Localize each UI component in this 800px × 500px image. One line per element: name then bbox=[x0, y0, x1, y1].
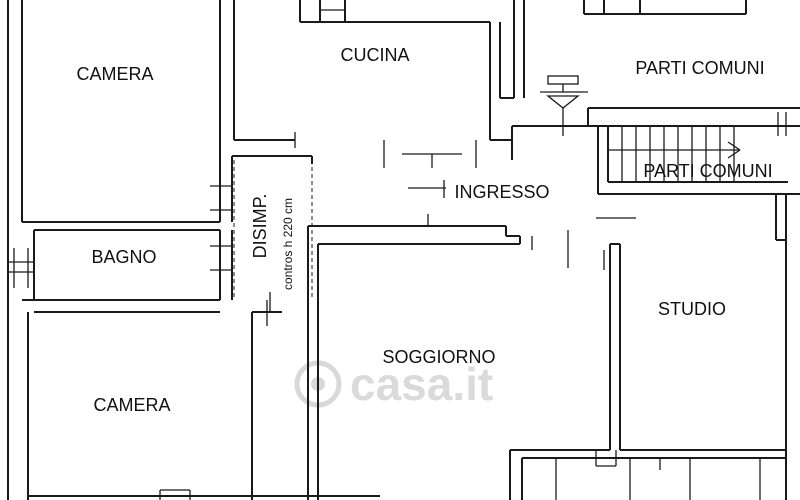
walls bbox=[7, 0, 800, 500]
room-label-parti-comuni-top: PARTI COMUNI bbox=[635, 58, 764, 78]
room-label-disimp: DISIMP. bbox=[250, 194, 270, 259]
room-label-cucina: CUCINA bbox=[340, 45, 409, 65]
stair-flight bbox=[597, 126, 800, 195]
room-label-ingresso: INGRESSO bbox=[454, 182, 549, 202]
room-label-studio: STUDIO bbox=[658, 299, 726, 319]
room-labels: CAMERA CUCINA PARTI COMUNI PARTI COMUNI … bbox=[76, 45, 772, 415]
stair-marker-icon bbox=[540, 75, 588, 136]
room-label-soggiorno: SOGGIORNO bbox=[382, 347, 495, 367]
room-label-camera-top: CAMERA bbox=[76, 64, 153, 84]
room-label-bagno: BAGNO bbox=[91, 247, 156, 267]
room-label-parti-comuni-stair: PARTI COMUNI bbox=[643, 161, 772, 181]
watermark-text: casa.it bbox=[350, 358, 493, 410]
room-label-camera-bottom: CAMERA bbox=[93, 395, 170, 415]
room-note-controsoffitto: contros h 220 cm bbox=[281, 198, 295, 290]
watermark: casa.it bbox=[294, 358, 493, 410]
